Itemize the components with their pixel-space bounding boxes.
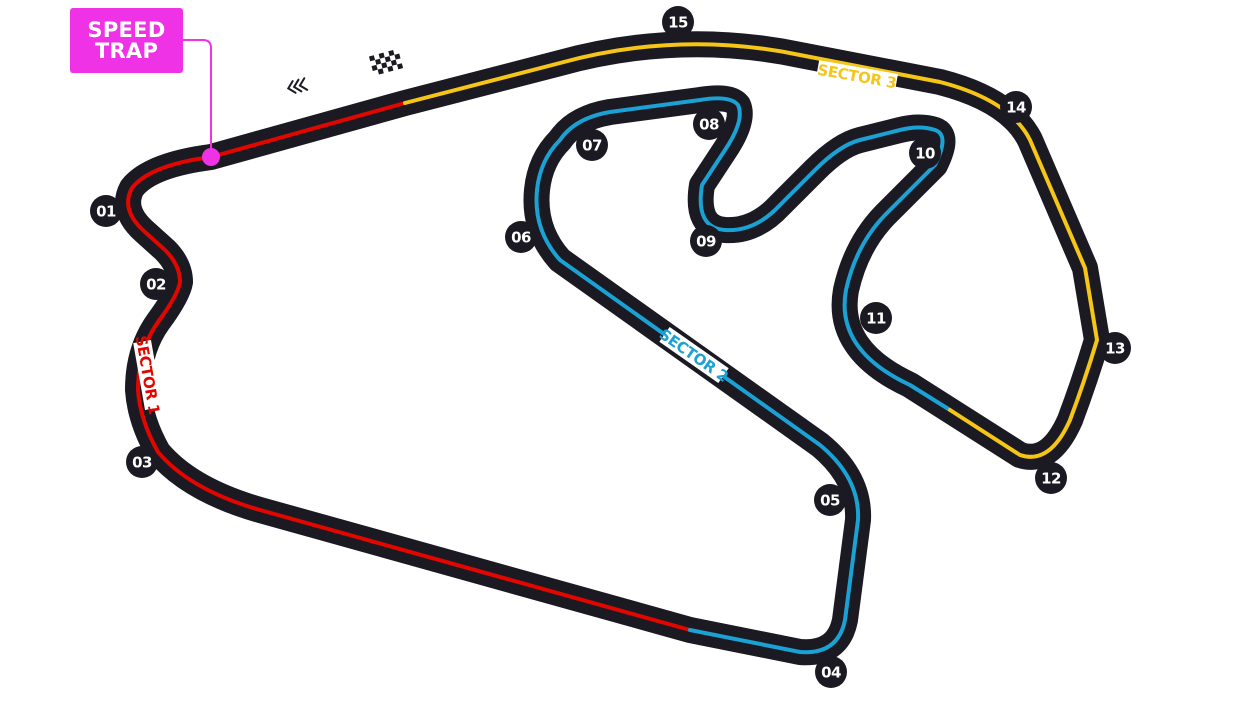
turn-marker-09: 09 xyxy=(690,225,722,257)
svg-text:12: 12 xyxy=(1041,470,1061,488)
speed-trap-line-1: SPEED xyxy=(87,17,166,42)
sector-2-line xyxy=(534,96,952,655)
speed-trap-line-2: TRAP xyxy=(94,38,159,63)
svg-text:05: 05 xyxy=(820,492,840,510)
sector-2-label: SECTOR 2 xyxy=(656,325,732,386)
checkered-flag-icon xyxy=(368,50,404,75)
sector-3-line xyxy=(403,42,1099,459)
turn-marker-12: 12 xyxy=(1035,462,1067,494)
svg-text:13: 13 xyxy=(1105,340,1125,358)
svg-text:02: 02 xyxy=(146,276,166,294)
sector-2-label-group: SECTOR 2 xyxy=(656,325,732,386)
svg-text:14: 14 xyxy=(1006,99,1026,117)
svg-text:06: 06 xyxy=(511,229,531,247)
turn-marker-04: 04 xyxy=(815,656,847,688)
turn-marker-03: 03 xyxy=(126,446,158,478)
svg-text:07: 07 xyxy=(582,137,602,155)
speed-trap-dot xyxy=(202,148,220,166)
turn-marker-02: 02 xyxy=(140,268,172,300)
turn-marker-05: 05 xyxy=(814,484,846,516)
speed-trap-callout: SPEED TRAP xyxy=(70,8,183,73)
svg-text:10: 10 xyxy=(915,145,935,163)
svg-text:03: 03 xyxy=(132,454,152,472)
turn-marker-07: 07 xyxy=(576,129,608,161)
direction-chevrons-icon xyxy=(286,77,309,94)
turn-marker-15: 15 xyxy=(662,6,694,38)
turn-marker-06: 06 xyxy=(505,221,537,253)
svg-text:08: 08 xyxy=(699,116,719,134)
turn-marker-10: 10 xyxy=(909,137,941,169)
turn-marker-11: 11 xyxy=(860,302,892,334)
turn-marker-13: 13 xyxy=(1099,332,1131,364)
svg-text:04: 04 xyxy=(821,664,841,682)
svg-text:01: 01 xyxy=(96,203,116,221)
svg-text:11: 11 xyxy=(866,310,886,328)
turn-marker-01: 01 xyxy=(90,195,122,227)
sector-1-line xyxy=(126,101,692,632)
svg-text:15: 15 xyxy=(668,14,688,32)
speed-trap-pointer xyxy=(183,39,212,157)
svg-text:09: 09 xyxy=(696,233,716,251)
track-outline xyxy=(115,31,1110,666)
turn-marker-08: 08 xyxy=(693,108,725,140)
turn-marker-14: 14 xyxy=(1000,91,1032,123)
